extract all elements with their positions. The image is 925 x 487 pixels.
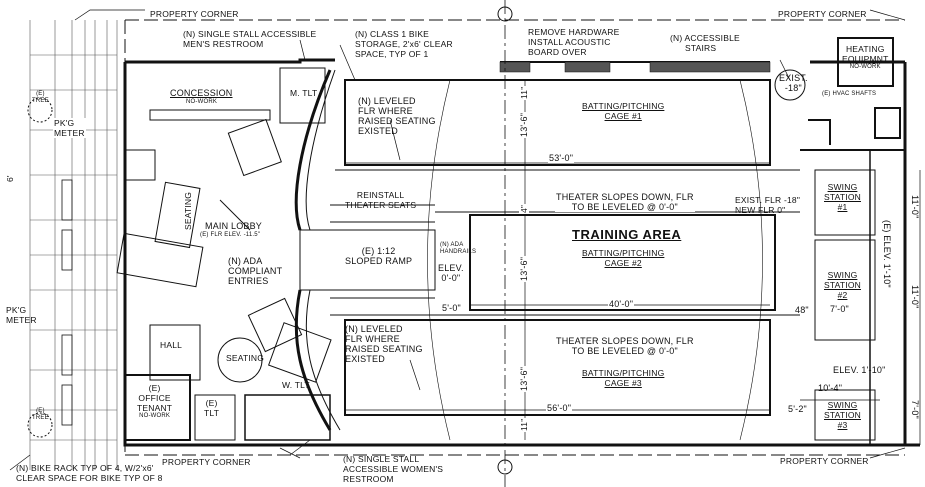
- concession-counter: [149, 109, 271, 121]
- dim-13-6-a: 13'-6": [519, 111, 529, 138]
- note-elev-0: ELEV.0'-0": [438, 263, 464, 283]
- dim-11-b: 11": [519, 417, 529, 432]
- dim-5-2: 5'-2": [788, 404, 807, 414]
- dim-11-0-a: 11'-0": [910, 195, 920, 219]
- arc-left: [427, 79, 451, 441]
- room-seating-lower: SEATING: [226, 353, 265, 363]
- elev-1-10: ELEV. 1'-10": [833, 365, 886, 375]
- swing-station-3: [814, 389, 876, 441]
- arc-right: [739, 79, 763, 441]
- hall-room: [149, 324, 201, 381]
- tree-label-top: (E)TREE: [32, 91, 49, 104]
- dim-11-0-b: 11'-0": [910, 285, 920, 309]
- room-seating-upper: SEATING: [183, 191, 193, 230]
- wall-hatch-1: [499, 61, 531, 73]
- cage-2: [469, 214, 776, 311]
- room-hvac: (E) HVAC SHAFTS: [822, 91, 877, 97]
- e-elev-1-10: (E) ELEV. 1'-10": [882, 220, 892, 288]
- leader-lines: [9, 9, 906, 471]
- dim-5-0: 5'-0": [442, 303, 461, 313]
- dim-13-6-b: 13'-6": [519, 255, 529, 282]
- dim-4: 4": [519, 203, 529, 214]
- note-bike-rack: (N) BIKE RACK TYP OF 4, W/2'x6'CLEAR SPA…: [16, 463, 163, 483]
- tree-top: [27, 97, 53, 123]
- sidewalk-grid: [29, 20, 118, 470]
- dim-40: 40'-0": [608, 299, 635, 309]
- north-mark-bottom: [497, 459, 513, 475]
- room-training-area: TRAINING AREA: [572, 227, 682, 242]
- cage-3: [344, 319, 771, 416]
- seating-bench: [154, 181, 201, 249]
- dim-53: 53'-0": [548, 153, 575, 163]
- dim-7-0-a: 7'-0": [830, 304, 849, 314]
- heating-room: [837, 37, 894, 87]
- wall-hatch-3: [649, 61, 771, 73]
- tlt-room: [194, 394, 236, 441]
- wall-hatch-2: [564, 61, 611, 73]
- north-mark-top: [497, 6, 513, 22]
- room-concession: CONCESSION: [170, 88, 233, 98]
- property-corner-label-bl: PROPERTY CORNER: [162, 457, 251, 467]
- dim-48: 48": [795, 305, 809, 315]
- dim-11-a: 11": [519, 85, 529, 100]
- dim-7-0-b: 7'-0": [910, 400, 920, 419]
- room-w-tlt: W. TLT: [282, 380, 310, 390]
- swing-station-1: [814, 169, 876, 236]
- cage-1: [344, 79, 771, 166]
- room-main-lobby: MAIN LOBBY: [205, 221, 263, 231]
- property-corner-label-tr: PROPERTY CORNER: [778, 9, 867, 19]
- dim-13-6-c: 13'-6": [519, 365, 529, 392]
- bike-racks: [61, 179, 73, 426]
- swing-station-2: [814, 239, 876, 341]
- hvac-shaft: [874, 107, 901, 139]
- women-restroom: [244, 394, 331, 441]
- tree-bottom: [27, 412, 53, 438]
- office-room: [124, 374, 191, 441]
- ramp-corridor: [299, 229, 436, 291]
- room-m-tlt: M. TLT: [290, 88, 318, 98]
- lobby-curved-wall: [294, 69, 332, 431]
- room-exist-18: EXIST.-18": [779, 73, 808, 93]
- dim-6: 6': [5, 175, 15, 182]
- room-concession-nowork: NO-WORK: [186, 99, 218, 105]
- property-corner-label-tl: PROPERTY CORNER: [150, 9, 239, 19]
- room-e-tlt: (E)TLT: [204, 398, 220, 418]
- dim-56: 56'-0": [546, 403, 573, 413]
- room-lobby-elev: (E) FLR ELEV. -11.5": [200, 232, 261, 238]
- tree-label-bottom: (E)TREE: [32, 408, 49, 421]
- dim-10-4: 10'-4": [818, 383, 843, 393]
- property-corner-label-br: PROPERTY CORNER: [780, 456, 869, 466]
- room-hall: HALL: [160, 340, 183, 350]
- note-exist-floor: EXIST. FLR -18"NEW FLR 0": [735, 195, 801, 215]
- men-restroom: [279, 67, 326, 124]
